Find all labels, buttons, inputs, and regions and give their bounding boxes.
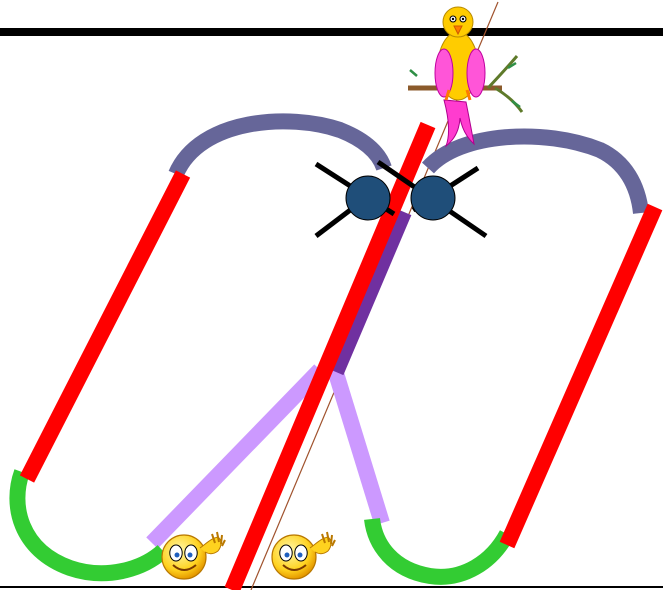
center-red-bar — [224, 121, 436, 590]
lilac-strand-left — [146, 364, 326, 549]
crossing-junction — [314, 159, 488, 239]
left-green-arc — [9, 469, 169, 582]
waving-smiley-icon — [271, 531, 336, 580]
right-arch-segment — [422, 128, 649, 215]
purple-overlap-segment — [328, 208, 412, 376]
right-node — [410, 175, 456, 221]
left-red-bar — [19, 170, 191, 483]
bird-on-branch-icon — [408, 6, 524, 148]
left-arch-segment — [168, 113, 392, 178]
right-green-arc — [364, 517, 515, 585]
right-red-bar — [499, 203, 663, 549]
lilac-strand-right — [327, 367, 390, 526]
left-node — [345, 175, 391, 221]
top-rule — [0, 28, 663, 36]
bottom-rule — [0, 586, 663, 588]
waving-smiley-icon — [161, 531, 226, 580]
